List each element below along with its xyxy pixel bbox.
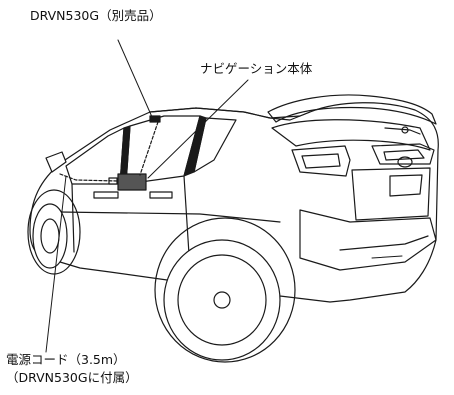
rear-door-handle [149, 191, 173, 199]
roof-line [149, 107, 311, 119]
wiper-pivot [401, 126, 409, 134]
label-navigation-unit: ナビゲーション本体 [200, 61, 313, 76]
side-crease [59, 211, 281, 223]
leader-power-cord [45, 175, 67, 353]
drvn530g-device [149, 115, 161, 123]
license-plate [389, 174, 423, 197]
front-side-window [65, 127, 125, 185]
front-wheel-arch [27, 189, 81, 275]
front-door-handle [93, 191, 119, 199]
label-power-cord-note: （DRVN530Gに付属） [6, 370, 138, 385]
side-mirror [45, 151, 67, 173]
cable-route [59, 173, 119, 182]
leader-navigation [147, 79, 249, 179]
emblem [397, 156, 413, 168]
leader-drvn530g [117, 39, 153, 118]
b-pillar [183, 115, 207, 177]
rear-wheel-arch [154, 217, 296, 363]
right-tail-light [371, 143, 435, 165]
rear-glass [271, 119, 431, 151]
rear-wiper [384, 127, 421, 135]
navigation-unit [117, 173, 147, 191]
rear-bumper [299, 209, 437, 271]
front-tire [32, 203, 68, 269]
left-tail-light [291, 145, 351, 177]
license-plate-recess [351, 167, 431, 221]
rear-tire [163, 239, 281, 361]
label-power-cord: 電源コード（3.5m） [6, 352, 126, 367]
front-door-line [71, 183, 75, 253]
label-drvn530g: DRVN530G（別売品） [30, 8, 162, 23]
rear-spoiler [267, 94, 437, 125]
